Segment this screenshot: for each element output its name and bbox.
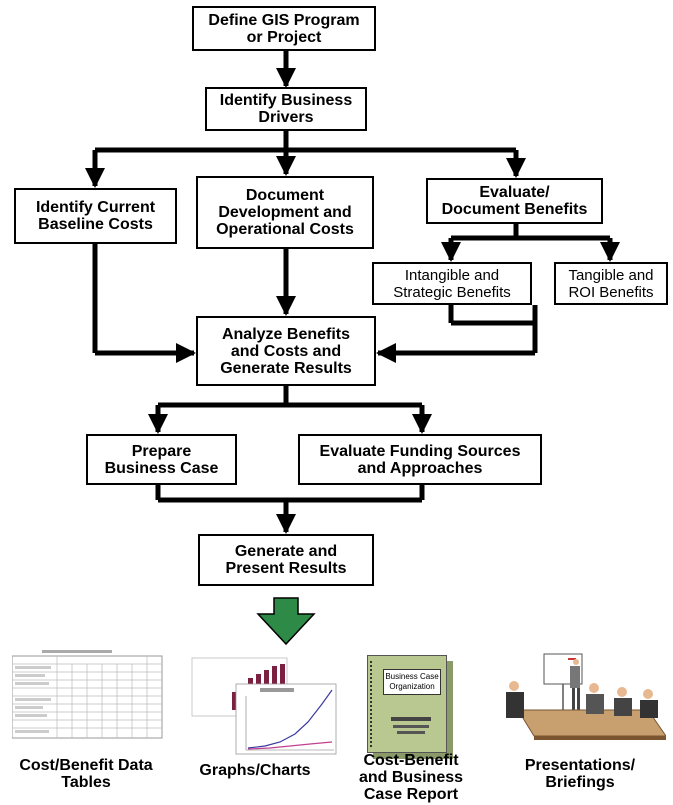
node-analyze: Analyze Benefits and Costs and Generate … xyxy=(196,316,376,386)
node-generate: Generate and Present Results xyxy=(198,534,374,586)
node-intangible: Intangible and Strategic Benefits xyxy=(372,262,532,305)
node-prepare: Prepare Business Case xyxy=(86,434,237,485)
node-drivers: Identify Business Drivers xyxy=(205,87,367,131)
node-evaluate: Evaluate/ Document Benefits xyxy=(426,178,603,224)
node-document: Document Development and Operational Cos… xyxy=(196,176,374,249)
output-tables-label: Cost/Benefit Data Tables xyxy=(19,757,153,791)
output-graphs-label: Graphs/Charts xyxy=(199,762,311,779)
node-tangible: Tangible and ROI Benefits xyxy=(554,262,668,305)
output-presentations-label: Presentations/ Briefings xyxy=(524,757,636,791)
node-baseline: Identify Current Baseline Costs xyxy=(14,188,177,244)
report-cover-title: Business Case Organization xyxy=(383,669,441,695)
graphs-charts-icon xyxy=(191,657,337,755)
node-define: Define GIS Program or Project xyxy=(192,6,376,51)
output-report-label: Cost-Benefit and Business Case Report xyxy=(358,752,464,803)
output-arrow-icon xyxy=(256,597,316,646)
presentation-meeting-icon xyxy=(506,653,666,740)
data-table-icon xyxy=(12,650,163,739)
node-funding: Evaluate Funding Sources and Approaches xyxy=(298,434,542,485)
report-book-icon: Business Case Organization xyxy=(367,655,455,761)
